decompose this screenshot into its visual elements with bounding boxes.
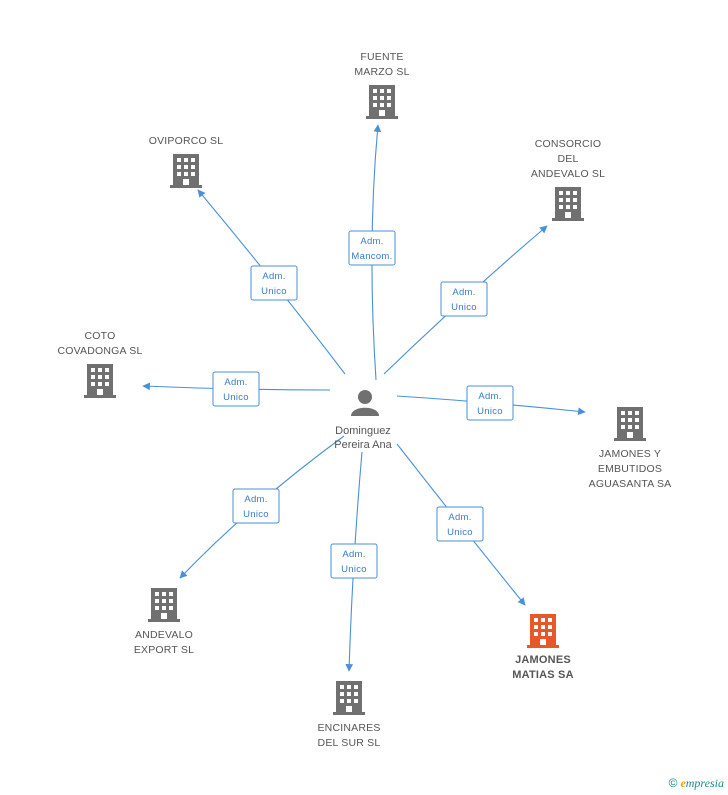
relation-badge-jamones-embutidos[interactable]: Adm. Unico xyxy=(466,385,514,421)
company-name-line-2: EMBUTIDOS xyxy=(598,463,662,475)
building-icon xyxy=(614,407,646,441)
relation-box xyxy=(212,371,260,407)
relation-badge-jamones-matias[interactable]: Adm. Unico xyxy=(436,506,484,542)
person-icon xyxy=(351,390,379,416)
relation-text-line-2: Unico xyxy=(447,527,473,538)
company-name-line-2: DEL SUR SL xyxy=(318,737,381,749)
company-name-line-3: AGUASANTA SA xyxy=(589,478,672,490)
relation-text-line-2: Unico xyxy=(243,509,269,520)
company-name-line-2: COVADONGA SL xyxy=(57,345,142,357)
person-name-line-1: Dominguez xyxy=(335,425,391,437)
company-name-line-1: FUENTE xyxy=(360,51,403,63)
company-name-line-1: CONSORCIO xyxy=(535,138,602,150)
building-icon xyxy=(170,154,202,188)
company-node-consorcio-andevalo[interactable]: CONSORCIO DEL ANDEVALO SL xyxy=(531,138,605,221)
company-name-line-1: JAMONES xyxy=(515,654,571,666)
company-name-line-2: EXPORT SL xyxy=(134,644,194,656)
relation-text-line-1: Adm. xyxy=(244,494,267,505)
relation-box xyxy=(466,385,514,421)
person-name-line-2: Pereira Ana xyxy=(334,439,392,451)
relation-text-line-1: Adm. xyxy=(342,549,365,560)
relation-text-line-1: Adm. xyxy=(360,236,383,247)
brand-name: mpresia xyxy=(685,776,724,790)
relation-badge-encinares-sur[interactable]: Adm. Unico xyxy=(330,543,378,579)
relation-badge-oviporco[interactable]: Adm. Unico xyxy=(250,265,298,301)
relation-text-line-1: Adm. xyxy=(478,391,501,402)
company-node-andevalo-export[interactable]: ANDEVALO EXPORT SL xyxy=(134,588,194,656)
company-name-line-1: JAMONES Y xyxy=(599,448,661,460)
relation-box xyxy=(330,543,378,579)
building-icon xyxy=(148,588,180,622)
company-name-line-1: COTO xyxy=(85,330,116,342)
relation-badge-andevalo-export[interactable]: Adm. Unico xyxy=(232,488,280,524)
relation-badge-fuente-marzo[interactable]: Adm. Mancom. xyxy=(348,230,396,266)
relation-box xyxy=(232,488,280,524)
company-name-line-3: ANDEVALO SL xyxy=(531,168,605,180)
company-node-fuente-marzo[interactable]: FUENTE MARZO SL xyxy=(354,51,409,119)
company-node-jamones-matias[interactable]: JAMONES MATIAS SA xyxy=(512,614,574,681)
relation-text-line-2: Unico xyxy=(223,392,249,403)
building-icon xyxy=(333,681,365,715)
center-person-node[interactable]: Dominguez Pereira Ana xyxy=(334,390,393,451)
company-node-oviporco[interactable]: OVIPORCO SL xyxy=(149,135,224,188)
relation-badge-coto-covadonga[interactable]: Adm. Unico xyxy=(212,371,260,407)
relation-box xyxy=(440,281,488,317)
company-name-line-1: ENCINARES xyxy=(317,722,380,734)
company-node-encinares-sur[interactable]: ENCINARES DEL SUR SL xyxy=(317,681,380,749)
relation-text-line-2: Unico xyxy=(341,564,367,575)
relation-box xyxy=(348,230,396,266)
relation-text-line-1: Adm. xyxy=(262,271,285,282)
building-icon xyxy=(366,85,398,119)
company-name-line-2: DEL xyxy=(557,153,578,165)
relation-text-line-2: Unico xyxy=(451,302,477,313)
empresia-watermark[interactable]: © empresia xyxy=(669,776,724,791)
relation-text-line-1: Adm. xyxy=(448,512,471,523)
company-node-coto-covadonga[interactable]: COTO COVADONGA SL xyxy=(57,330,142,398)
building-icon xyxy=(84,364,116,398)
company-node-jamones-embutidos[interactable]: JAMONES Y EMBUTIDOS AGUASANTA SA xyxy=(589,407,672,490)
copyright-symbol: © xyxy=(668,776,678,790)
relation-box xyxy=(436,506,484,542)
relation-text-line-2: Mancom. xyxy=(351,251,392,262)
relation-text-line-1: Adm. xyxy=(224,377,247,388)
relation-text-line-2: Unico xyxy=(261,286,287,297)
company-name-line-2: MATIAS SA xyxy=(512,669,573,681)
building-icon xyxy=(552,187,584,221)
relation-text-line-1: Adm. xyxy=(452,287,475,298)
company-name-line-1: ANDEVALO xyxy=(135,629,193,641)
relation-box xyxy=(250,265,298,301)
company-name-line-2: MARZO SL xyxy=(354,66,409,78)
company-name-line-1: OVIPORCO SL xyxy=(149,135,224,147)
brand-initial: e xyxy=(680,776,686,790)
relation-badge-consorcio-andevalo[interactable]: Adm. Unico xyxy=(440,281,488,317)
building-icon xyxy=(527,614,559,648)
relation-text-line-2: Unico xyxy=(477,406,503,417)
